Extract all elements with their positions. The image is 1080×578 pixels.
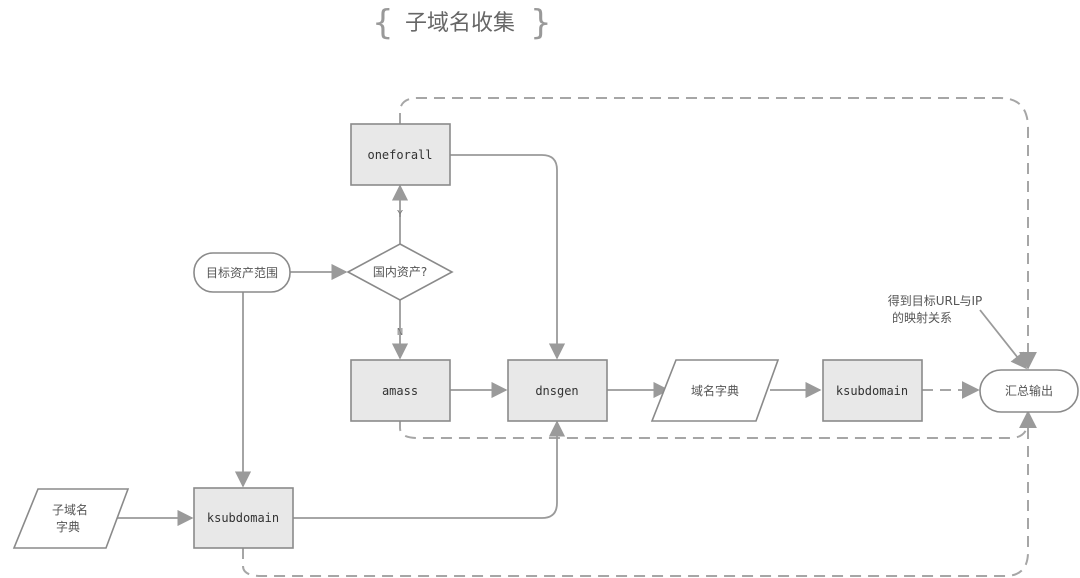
page-title: 子域名收集 <box>405 11 515 36</box>
edge-oneforall-to-dnsgen <box>450 154 566 360</box>
edge-annotation-pointer <box>979 309 1028 370</box>
dashed-loop-bottom <box>242 410 1037 577</box>
node-summary-output-label: 汇总输出 <box>1005 383 1053 398</box>
node-amass-label: amass <box>382 384 418 398</box>
edge-label-yes: Y <box>397 209 403 220</box>
node-subdomain-dict: 子域名 字典 <box>12 488 130 549</box>
node-ksubdomain-left: ksubdomain <box>193 487 294 549</box>
node-oneforall-label: oneforall <box>367 148 432 162</box>
node-ksubdomain-right: ksubdomain <box>822 359 923 422</box>
node-domain-dict: 域名字典 <box>650 359 780 422</box>
annotation-line-1: 得到目标URL与IP <box>888 293 983 308</box>
node-dnsgen: dnsgen <box>507 359 608 422</box>
node-oneforall: oneforall <box>350 123 451 186</box>
dashed-loop-middle <box>399 412 1029 439</box>
node-amass: amass <box>350 359 451 422</box>
node-domain-dict-label: 域名字典 <box>691 383 739 398</box>
node-ksubdomain-right-label: ksubdomain <box>836 384 908 398</box>
title-brace-left: { <box>372 3 394 43</box>
node-domestic-decision: 国内资产? <box>346 243 454 301</box>
node-target-scope: 目标资产范围 <box>193 252 291 293</box>
edge-label-no: N <box>397 327 403 338</box>
edge-ksubdomain-left-to-dnsgen <box>293 420 566 519</box>
node-subdomain-dict-label-line2: 字典 <box>56 519 80 534</box>
node-domestic-decision-label: 国内资产? <box>373 265 427 279</box>
node-target-scope-label: 目标资产范围 <box>206 266 278 280</box>
node-dnsgen-label: dnsgen <box>535 384 578 398</box>
dashed-loop-top <box>399 97 1037 370</box>
node-ksubdomain-left-label: ksubdomain <box>207 511 279 525</box>
title-brace-right: } <box>530 3 552 43</box>
node-summary-output: 汇总输出 <box>979 369 1079 413</box>
annotation-line-2: 的映射关系 <box>892 310 952 325</box>
node-subdomain-dict-label-line1: 子域名 <box>52 502 88 517</box>
